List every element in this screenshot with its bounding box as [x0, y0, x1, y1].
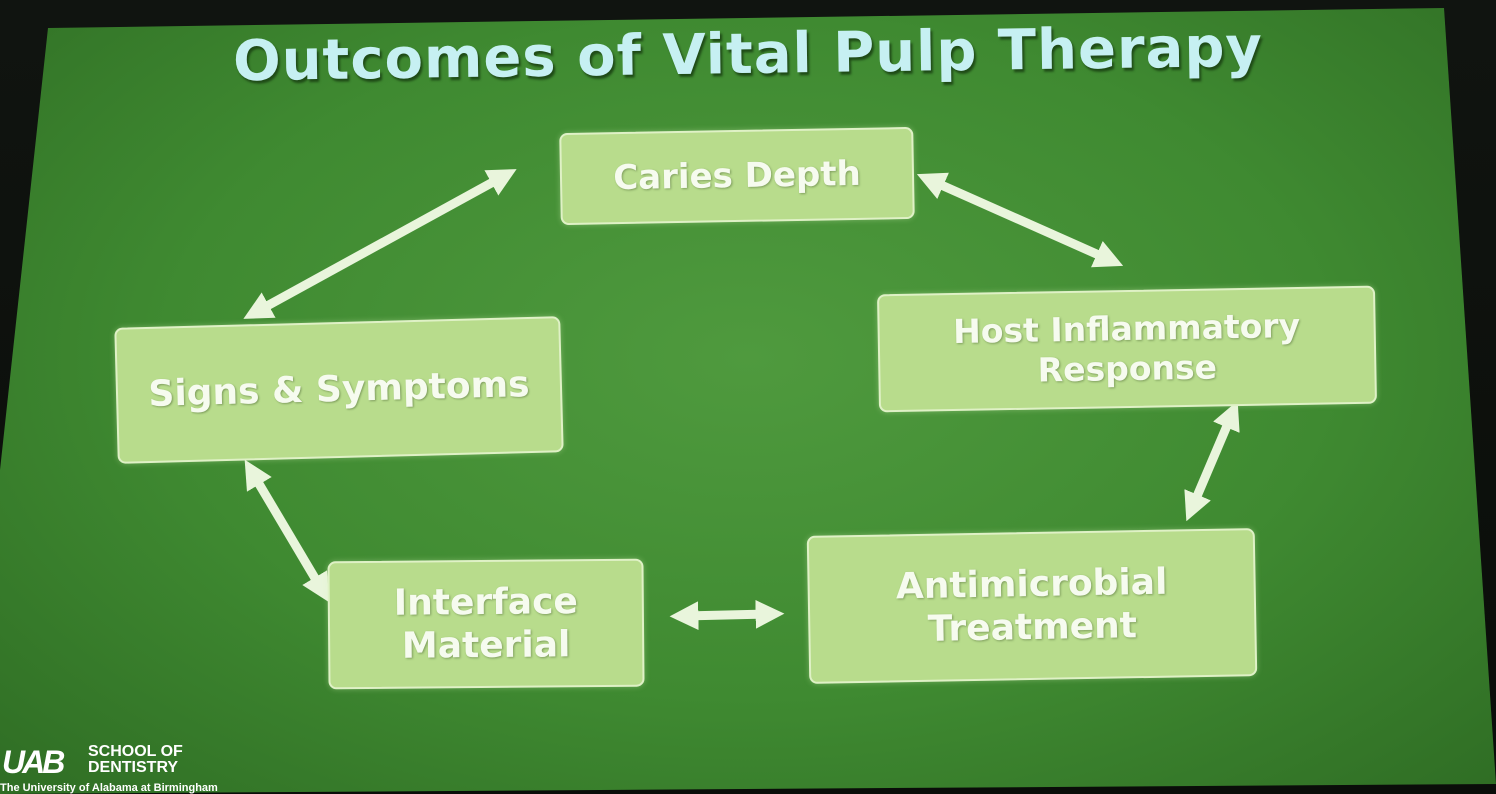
- arrow-caries-host: [916, 172, 1124, 268]
- node-signs-symptoms: Signs & Symptoms: [114, 316, 564, 464]
- node-antimicrobial-treatment: Antimicrobial Treatment: [806, 528, 1258, 684]
- node-caries-depth: Caries Depth: [559, 126, 915, 226]
- uab-logo-mark: UAB: [2, 744, 65, 780]
- node-interface-material: Interface Material: [327, 558, 645, 690]
- node-host-inflammatory-response-label: Host Inflammatory Response: [952, 306, 1301, 390]
- school-of-dentistry-label: SCHOOL OF DENTISTRY: [88, 743, 183, 776]
- arrow-interface-signs: [244, 459, 330, 603]
- arrow-antimicrobial-interface: [669, 599, 785, 631]
- node-caries-depth-label: Caries Depth: [612, 153, 862, 198]
- node-antimicrobial-treatment-label: Antimicrobial Treatment: [895, 561, 1168, 650]
- arrow-signs-caries: [243, 169, 517, 319]
- node-host-inflammatory-response: Host Inflammatory Response: [877, 285, 1377, 413]
- arrow-host-antimicrobial: [1184, 400, 1240, 522]
- university-label: The University of Alabama at Birmingham: [0, 782, 218, 794]
- uab-logo: UAB SCHOOL OF DENTISTRY The University o…: [0, 742, 260, 794]
- node-signs-symptoms-label: Signs & Symptoms: [147, 364, 531, 416]
- node-interface-material-label: Interface Material: [393, 581, 579, 667]
